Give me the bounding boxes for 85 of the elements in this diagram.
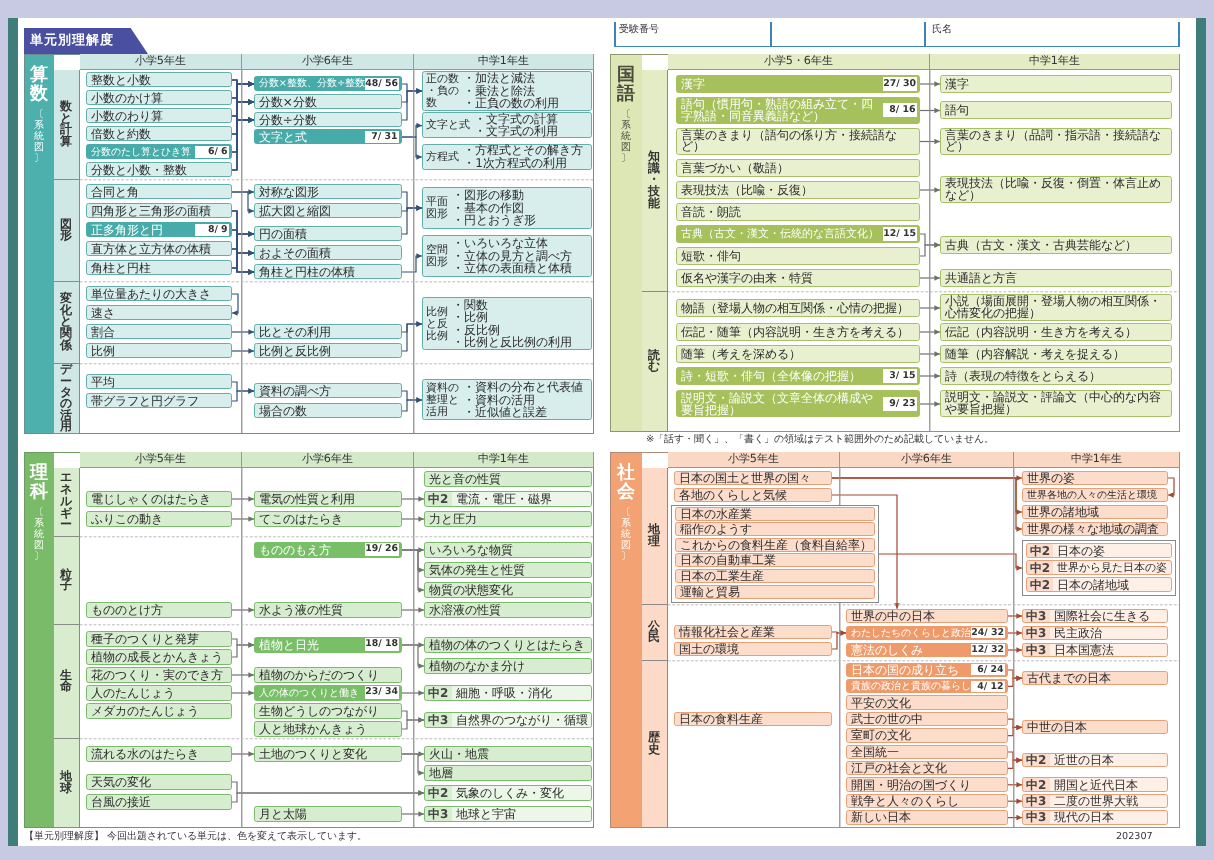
unit-box: [421, 143, 592, 170]
unit-box: [1025, 543, 1172, 558]
group-frame: [670, 504, 879, 603]
unit-box: [675, 96, 920, 124]
subject-panel: [610, 54, 1180, 432]
group-frame: [1021, 539, 1176, 596]
unit-box: [1025, 577, 1172, 592]
arrow: [919, 138, 941, 145]
unit-box: [675, 390, 920, 418]
arrow: [919, 242, 941, 257]
arrow: [1007, 757, 1023, 769]
arrow: [231, 607, 255, 613]
unit-box: [845, 679, 1008, 694]
subject-panel: [24, 54, 594, 434]
arrow: [1007, 724, 1023, 737]
arrow: [231, 516, 255, 522]
arrow: [401, 717, 425, 730]
arrow: [919, 373, 941, 379]
unit-box: [85, 222, 232, 238]
subject-name: 国語: [616, 65, 637, 104]
arrow: [919, 401, 941, 407]
arrow: [231, 191, 255, 214]
subject-panel: [610, 452, 1180, 828]
arrow: [1007, 814, 1023, 821]
arrow: [231, 672, 255, 678]
arrow: [231, 790, 425, 803]
arrow: [401, 253, 423, 273]
arrow: [231, 267, 255, 275]
arrow: [919, 107, 941, 114]
arrow: [1007, 613, 1023, 619]
arrow: [231, 348, 255, 354]
unit-box: [421, 70, 592, 111]
unit-box: [421, 297, 592, 351]
arrow: [919, 187, 941, 193]
arrow: [401, 516, 425, 522]
arrow: [878, 553, 1023, 571]
unit-box: [253, 129, 402, 145]
subject-name: 社会: [616, 463, 637, 502]
arrow: [231, 250, 255, 269]
arrow: [231, 751, 255, 757]
arrow: [919, 305, 941, 311]
arrow: [919, 329, 941, 335]
arrow: [401, 321, 423, 352]
unit-box: [253, 76, 402, 92]
arrow: [1007, 630, 1023, 636]
unit-box: [1025, 560, 1172, 575]
arrow: [401, 397, 423, 412]
unit-box: [85, 144, 232, 160]
subject-panel: [24, 452, 594, 828]
arrow: [919, 81, 941, 87]
arrow: [401, 549, 425, 593]
arrow: [1167, 477, 1175, 498]
arrow: [231, 388, 255, 402]
arrow: [401, 644, 425, 669]
arrow: [401, 753, 425, 776]
arrow: [401, 136, 423, 160]
unit-box: [421, 186, 592, 229]
arrow: [831, 494, 900, 610]
arrow: [401, 690, 425, 696]
arrow: [831, 630, 847, 650]
arrow: [831, 477, 1023, 532]
arrow: [919, 275, 941, 281]
arrow: [231, 293, 239, 316]
arrow: [231, 690, 255, 696]
arrow: [231, 642, 255, 658]
arrow: [401, 607, 425, 613]
unit-box: [421, 379, 592, 421]
arrow: [1007, 798, 1023, 804]
arrow: [231, 117, 255, 171]
unit-box: [1021, 810, 1168, 825]
unit-box: [421, 234, 592, 277]
arrow: [401, 811, 425, 817]
subject-name: 算数: [29, 65, 50, 104]
arrow: [231, 329, 255, 335]
arrow: [1007, 647, 1023, 653]
arrow: [231, 496, 255, 502]
arrow: [1007, 782, 1023, 788]
unit-box: [421, 112, 592, 139]
subject-name: 理科: [29, 463, 50, 502]
unit-box: [1021, 777, 1168, 792]
arrow: [401, 205, 423, 235]
arrow: [401, 88, 423, 121]
arrow: [1007, 675, 1023, 687]
arrow: [919, 351, 941, 357]
arrow: [401, 496, 425, 502]
